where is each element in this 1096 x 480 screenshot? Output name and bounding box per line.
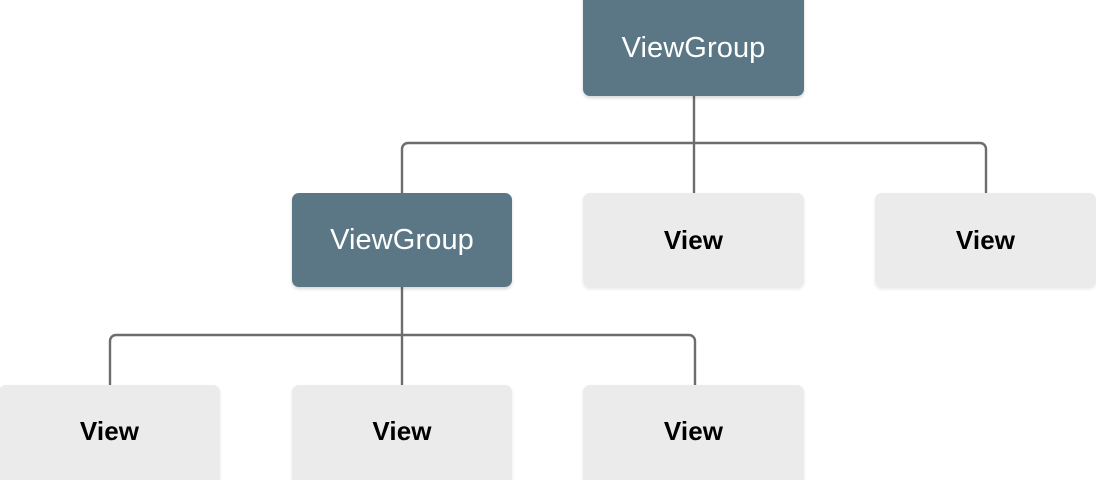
node-level1-viewgroup[interactable]: ViewGroup [292, 193, 512, 287]
edge-viewgroup2-to-view-bot-3 [402, 333, 697, 385]
node-label: View [79, 416, 140, 446]
edge-root-to-view-mid-2 [694, 141, 988, 193]
node-level2-view-3[interactable]: View [583, 385, 804, 480]
node-level1-view-2[interactable]: View [875, 193, 1096, 287]
node-label: ViewGroup [621, 31, 766, 64]
node-level1-view-1[interactable]: View [583, 193, 804, 287]
node-level2-view-1[interactable]: View [0, 385, 220, 480]
node-level2-view-2[interactable]: View [292, 385, 512, 480]
edge-viewgroup2-to-view-bot-1 [108, 333, 402, 385]
node-root-viewgroup[interactable]: ViewGroup [583, 0, 804, 96]
edge-root-to-viewgroup2 [400, 141, 694, 193]
node-label: View [372, 416, 432, 446]
node-label: View [955, 224, 1016, 255]
node-label: View [663, 224, 724, 255]
node-label: ViewGroup [330, 223, 474, 256]
node-label: View [663, 416, 724, 446]
